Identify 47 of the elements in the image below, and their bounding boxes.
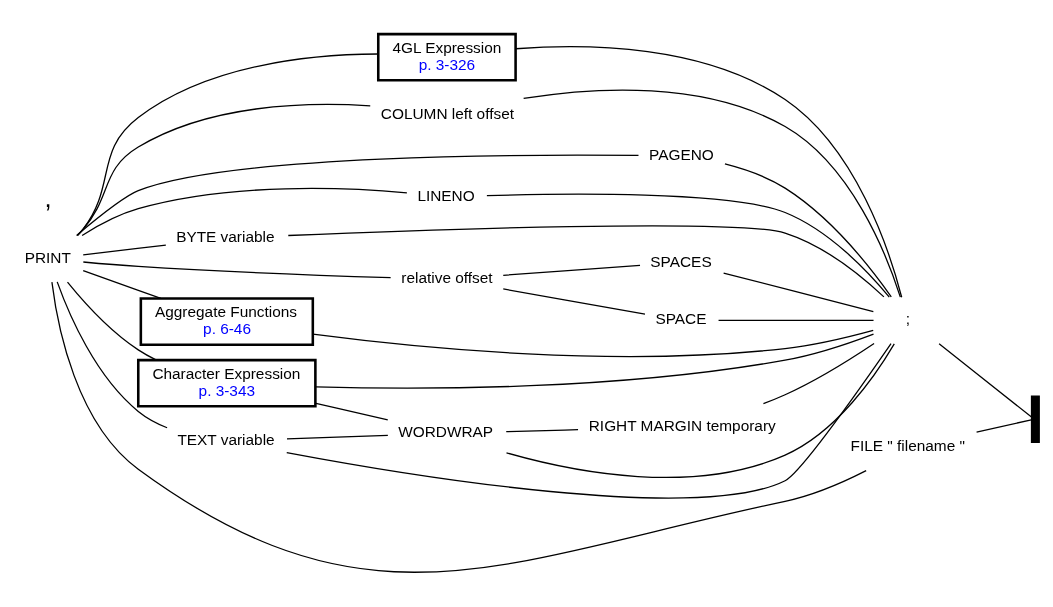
node-text: PAGENO xyxy=(649,146,714,164)
node-text: SPACES xyxy=(650,252,712,270)
connector xyxy=(75,154,640,237)
node-box: Character Expression p. 3-343 xyxy=(137,358,317,408)
connector xyxy=(56,281,168,429)
connector xyxy=(81,187,408,237)
connector xyxy=(315,402,389,421)
node-text: LINENO xyxy=(417,187,475,205)
connector xyxy=(312,329,874,358)
connector xyxy=(82,270,162,300)
node-text: WORDWRAP xyxy=(398,423,494,441)
connector xyxy=(975,419,1032,433)
connector xyxy=(486,193,890,298)
node-text: ; xyxy=(905,310,911,328)
connector xyxy=(287,225,885,298)
node-bar xyxy=(1030,395,1040,443)
node-text: TEXT variable xyxy=(177,430,275,448)
connector xyxy=(315,333,875,389)
node-text: BYTE variable xyxy=(176,228,275,246)
connector xyxy=(82,261,392,279)
connector xyxy=(286,343,892,499)
node-text: relative offset xyxy=(401,269,493,287)
connector xyxy=(762,342,875,405)
connector xyxy=(502,288,646,315)
node-box: Aggregate Functions p. 6-46 xyxy=(139,297,315,346)
connector xyxy=(51,281,867,573)
node-text: FILE " filename " xyxy=(850,437,965,455)
label: , xyxy=(44,184,52,213)
connector xyxy=(723,272,874,313)
connector xyxy=(502,264,641,276)
connector xyxy=(523,89,901,298)
connector xyxy=(66,281,158,361)
node-box: 4GL Expression p. 3-326 xyxy=(377,32,517,82)
connector xyxy=(938,343,1033,418)
connector xyxy=(505,343,895,479)
node-text: RIGHT MARGIN temporary xyxy=(588,416,776,434)
node-text: COLUMN left offset xyxy=(380,104,514,122)
connector xyxy=(286,434,389,440)
node-text: SPACE xyxy=(655,310,707,328)
connector xyxy=(82,244,167,256)
connector xyxy=(77,53,379,236)
node-text: PRINT xyxy=(24,248,71,266)
connector xyxy=(505,429,579,433)
connector xyxy=(515,46,903,298)
connector xyxy=(717,319,875,321)
connector xyxy=(76,103,371,237)
connector xyxy=(724,163,892,298)
